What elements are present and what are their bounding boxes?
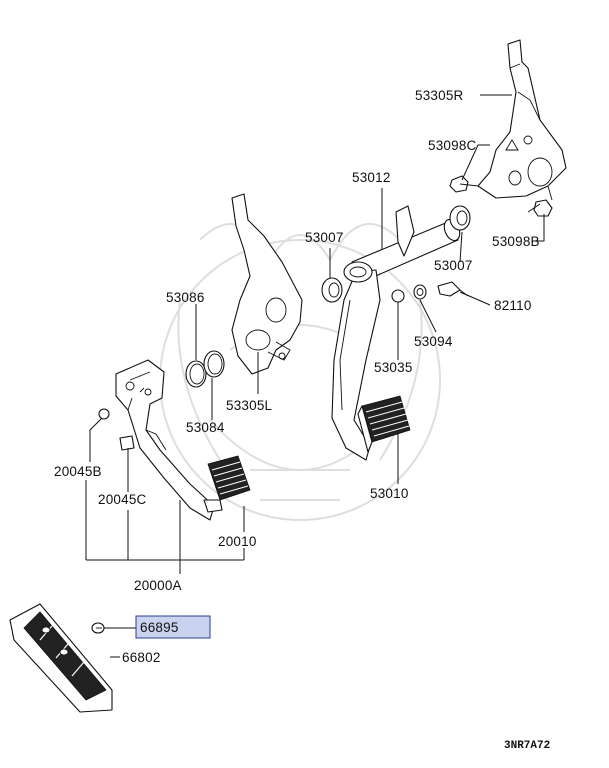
label-53098C[interactable]: 53098C — [428, 138, 477, 153]
pedal-assembly-20000A[interactable] — [115, 359, 215, 521]
stopper-20045C[interactable] — [119, 435, 135, 451]
label-53305L[interactable]: 53305L — [226, 398, 273, 413]
bracket-53305L[interactable] — [231, 193, 303, 375]
label-53010[interactable]: 53010 — [370, 486, 409, 501]
label-20010[interactable]: 20010 — [218, 534, 257, 549]
stopper-20045B[interactable] — [98, 408, 110, 420]
label-66895[interactable]: 66895 — [140, 620, 179, 635]
leader-lines — [85, 94, 545, 658]
label-20000A[interactable]: 20000A — [134, 578, 182, 593]
highlight-box-66895 — [135, 615, 211, 639]
part-labels: 53305R 53098C 53098B 53012 53007 53007 8… — [54, 88, 550, 752]
bushing-53007-right[interactable] — [449, 205, 471, 231]
ring-53084[interactable] — [203, 350, 225, 378]
label-53098B[interactable]: 53098B — [492, 234, 540, 249]
label-53305R[interactable]: 53305R — [415, 88, 464, 103]
label-53007-right[interactable]: 53007 — [434, 258, 473, 273]
collar-53035[interactable] — [391, 289, 405, 303]
label-66802[interactable]: 66802 — [122, 650, 161, 665]
label-20045C[interactable]: 20045C — [98, 492, 147, 507]
bolt-66895[interactable] — [91, 622, 105, 634]
label-53094[interactable]: 53094 — [414, 334, 453, 349]
bushing-53007-left[interactable] — [321, 277, 343, 303]
label-53012[interactable]: 53012 — [352, 170, 391, 185]
pedal-assembly-53012[interactable] — [331, 205, 463, 461]
label-82110[interactable]: 82110 — [494, 298, 532, 313]
label-20045B[interactable]: 20045B — [54, 464, 102, 479]
diagram-code: 3NR7A72 — [504, 740, 550, 752]
bolt-53098B[interactable] — [527, 199, 553, 217]
label-53084[interactable]: 53084 — [186, 420, 225, 435]
pedal-pad-53010[interactable] — [357, 395, 411, 453]
label-53035[interactable]: 53035 — [374, 360, 413, 375]
clip-53094[interactable] — [413, 284, 427, 300]
label-53086[interactable]: 53086 — [166, 290, 205, 305]
bracket-53305R[interactable] — [477, 39, 567, 201]
ring-53086[interactable] — [185, 360, 207, 388]
label-53007-left[interactable]: 53007 — [305, 230, 344, 245]
footrest-66802[interactable] — [9, 603, 113, 713]
pedal-pad-20010[interactable] — [203, 455, 251, 513]
bolt-53098C[interactable] — [449, 175, 479, 193]
